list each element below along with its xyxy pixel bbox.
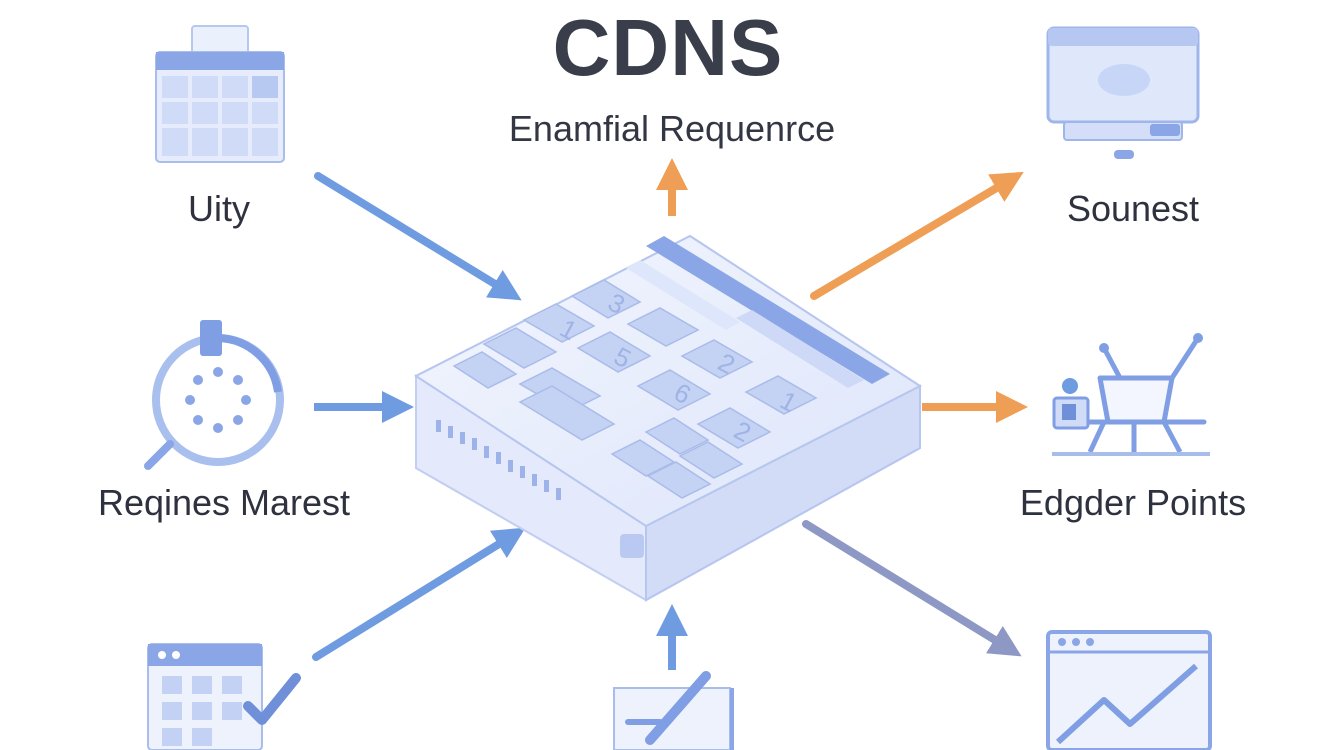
arrow-center-to-sounest xyxy=(810,171,1024,300)
node-label-edgder-points: Edgder Points xyxy=(1019,482,1247,523)
diagram-title: CDNS xyxy=(552,3,784,92)
network-cycle-icon xyxy=(144,320,284,470)
calendar-check-icon xyxy=(147,643,301,750)
user-desk-icon xyxy=(1052,333,1210,456)
arrow-uity-to-center xyxy=(314,172,522,301)
document-pen-icon xyxy=(613,671,734,750)
line-graph-window-icon xyxy=(1046,630,1212,750)
arrow-center-to-bottomright xyxy=(802,520,1022,657)
arrow-bottomleft-to-center xyxy=(312,527,526,661)
node-label-uity: Uity xyxy=(188,188,250,229)
calendar-grid-icon xyxy=(155,25,285,163)
monitor-icon xyxy=(1046,26,1200,159)
node-label-reqines-marest: Reqines Marest xyxy=(97,482,351,523)
diagram-subtitle: Enamfial Requenrce xyxy=(508,108,836,149)
node-label-sounest: Sounest xyxy=(1066,188,1200,229)
keypad-server-icon xyxy=(414,234,922,602)
